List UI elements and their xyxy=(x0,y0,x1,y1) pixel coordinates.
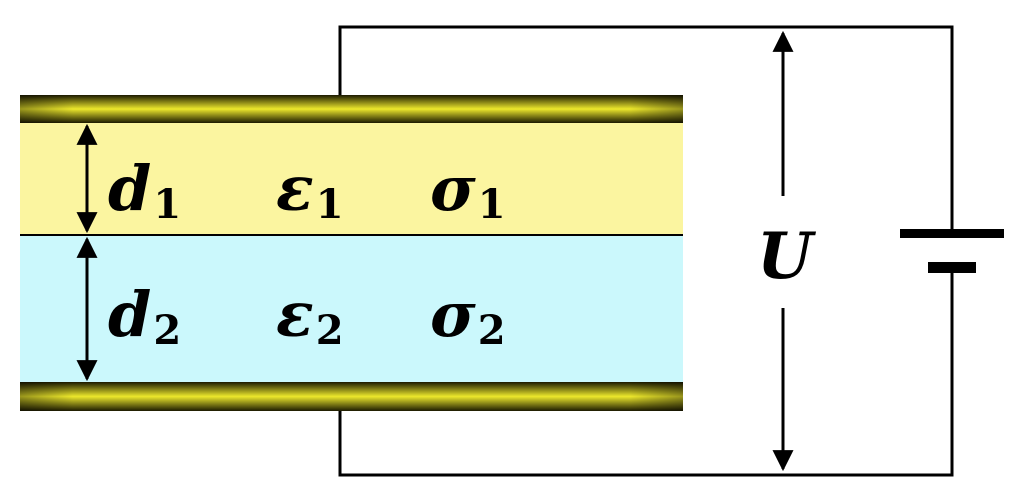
layer-2-conductivity-label: σ2 xyxy=(430,278,506,354)
layer-1-region xyxy=(20,122,683,235)
battery-positive-plate xyxy=(900,229,1004,238)
layer-2-region xyxy=(20,235,683,383)
layer-2-permittivity-label: ε2 xyxy=(276,278,344,354)
layer-2-thickness-label: d2 xyxy=(108,278,181,354)
top-wire xyxy=(338,25,954,233)
layer-1-conductivity-label: σ1 xyxy=(430,152,506,228)
battery-icon xyxy=(900,229,1004,273)
voltage-label: U xyxy=(757,219,817,294)
layer-1-permittivity-label: ε1 xyxy=(276,152,344,228)
layer-1-thickness-label: d1 xyxy=(108,152,181,228)
bottom-wire xyxy=(338,270,954,477)
top-plate xyxy=(20,95,683,123)
circuit-wires xyxy=(338,25,954,477)
battery-negative-plate xyxy=(928,262,976,273)
bottom-plate xyxy=(20,382,683,411)
